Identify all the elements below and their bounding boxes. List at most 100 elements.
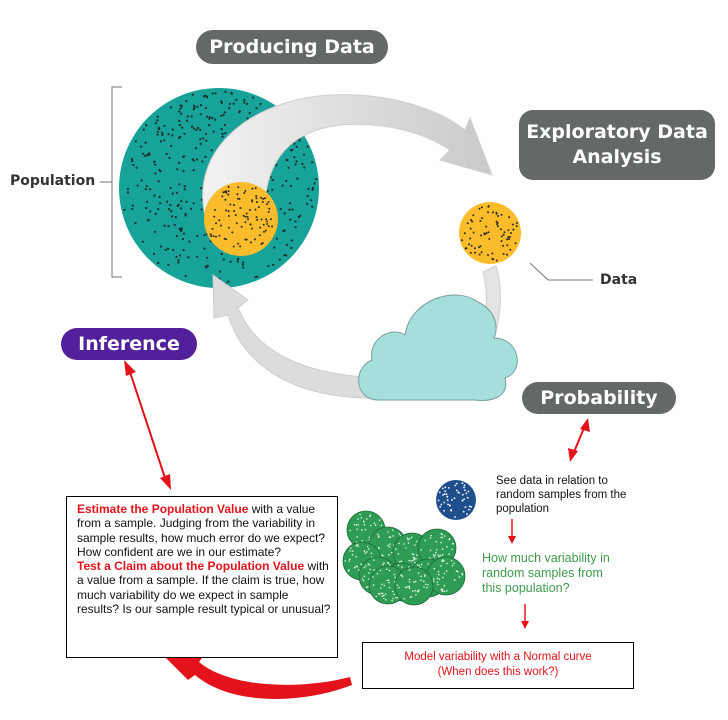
texture-dot	[302, 153, 306, 156]
texture-dot	[426, 586, 428, 589]
texture-dot	[289, 218, 292, 221]
texture-dot	[507, 229, 510, 232]
texture-dot	[192, 202, 195, 205]
texture-dot	[515, 222, 518, 224]
texture-dot	[218, 270, 221, 273]
texture-dot	[157, 180, 160, 183]
texture-dot	[462, 510, 465, 513]
texture-dot	[412, 559, 414, 562]
texture-dot	[392, 590, 394, 593]
texture-dot	[154, 163, 157, 166]
texture-dot	[457, 570, 459, 573]
texture-dot	[211, 92, 214, 95]
texture-dot	[379, 593, 381, 595]
texture-dot	[359, 513, 361, 516]
texture-dot	[425, 583, 427, 586]
texture-dot	[382, 555, 384, 557]
texture-dot	[453, 579, 456, 581]
texture-dot	[262, 197, 265, 200]
texture-dot	[174, 216, 177, 219]
texture-dot	[264, 229, 267, 232]
texture-dot	[369, 515, 371, 517]
texture-dot	[479, 245, 482, 248]
texture-dot	[417, 572, 420, 574]
texture-dot	[408, 581, 411, 583]
texture-dot	[427, 563, 430, 565]
texture-dot	[437, 583, 439, 586]
texture-dot	[373, 522, 376, 524]
texture-dot	[509, 248, 512, 251]
texture-dot	[154, 122, 157, 125]
texture-dot	[381, 592, 384, 595]
texture-dot	[228, 107, 231, 110]
texture-dot	[134, 221, 137, 225]
texture-dot	[392, 535, 394, 537]
texture-dot	[353, 566, 356, 569]
texture-dot	[249, 223, 252, 226]
texture-dot	[242, 214, 245, 217]
texture-dot	[307, 187, 310, 190]
texture-dot	[255, 195, 258, 197]
texture-dot	[467, 490, 470, 493]
texture-dot	[213, 215, 216, 218]
texture-dot	[209, 233, 212, 236]
texture-dot	[437, 554, 440, 556]
texture-dot	[266, 220, 269, 223]
texture-dot	[444, 490, 447, 493]
texture-dot	[204, 265, 207, 268]
texture-dot	[272, 263, 275, 267]
texture-dot	[480, 234, 483, 237]
texture-dot	[222, 258, 225, 261]
texture-dot	[363, 566, 365, 569]
texture-dot	[184, 274, 187, 277]
texture-dot	[414, 544, 416, 546]
texture-dot	[123, 208, 126, 211]
texture-dot	[315, 178, 318, 181]
texture-dot	[192, 169, 195, 172]
texture-dot	[461, 574, 464, 576]
texture-dot	[470, 219, 472, 221]
texture-dot	[469, 237, 472, 240]
texture-dot	[448, 504, 451, 507]
texture-dot	[432, 578, 435, 580]
texture-dot	[406, 537, 409, 539]
texture-dot	[433, 567, 436, 570]
texture-dot	[261, 201, 264, 203]
texture-dot	[297, 215, 300, 219]
texture-dot	[203, 234, 206, 237]
texture-dot	[450, 559, 453, 562]
texture-dot	[365, 565, 367, 567]
texture-dot	[502, 233, 505, 236]
texture-dot	[227, 210, 230, 213]
texture-dot	[466, 496, 469, 499]
texture-dot	[166, 247, 170, 250]
texture-dot	[147, 152, 150, 156]
texture-dot	[214, 92, 217, 95]
texture-dot	[179, 107, 182, 110]
texture-dot	[229, 260, 232, 263]
texture-dot	[196, 235, 199, 238]
texture-dot	[473, 247, 476, 250]
texture-dot	[420, 579, 422, 581]
texture-dot	[158, 168, 161, 172]
texture-dot	[424, 574, 426, 576]
texture-dot	[388, 536, 391, 538]
texture-dot	[225, 209, 228, 212]
texture-dot	[394, 576, 396, 579]
texture-dot	[172, 248, 175, 252]
texture-dot	[409, 596, 412, 598]
texture-dot	[279, 207, 282, 211]
texture-dot	[170, 144, 173, 148]
texture-dot	[250, 241, 253, 244]
texture-dot	[204, 132, 207, 135]
texture-dot	[237, 197, 239, 200]
texture-dot	[349, 529, 351, 532]
texture-dot	[367, 586, 369, 588]
texture-dot	[355, 524, 358, 526]
texture-dot	[130, 158, 133, 161]
texture-dot	[190, 207, 193, 210]
texture-dot	[197, 126, 200, 130]
variability-line1: How much variability in	[482, 551, 610, 565]
texture-dot	[244, 189, 247, 192]
texture-dot	[233, 204, 235, 206]
